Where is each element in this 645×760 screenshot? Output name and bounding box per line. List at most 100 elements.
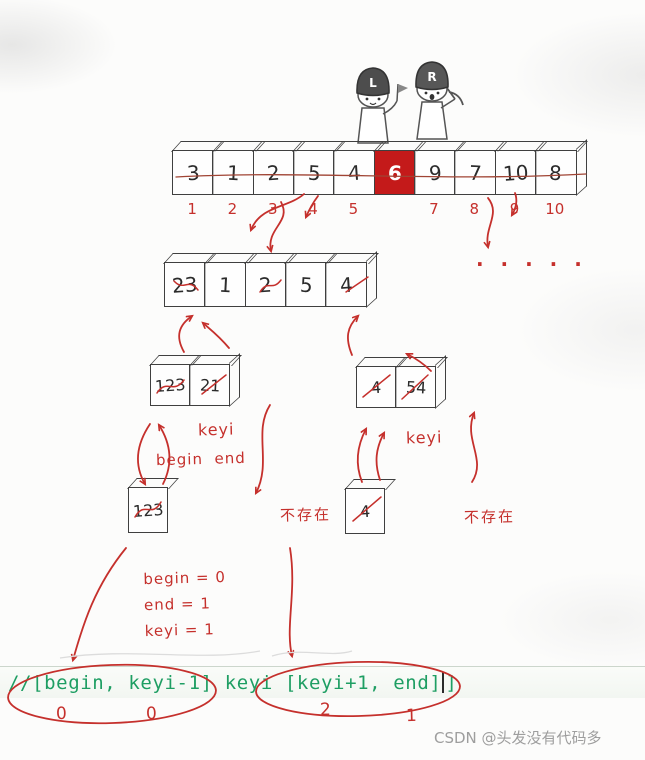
label-keyi-left: keyi [197,419,235,440]
single-box-left: 123 [128,487,168,533]
figure-left-arm [382,100,398,115]
pair-left-cell: 123 [150,364,191,406]
index-label: 4 [308,200,318,218]
cell-value: 123 [132,499,164,521]
figure-right-mouth [429,94,435,100]
second-array-cell: 2 [244,262,287,307]
arrow-loop-down [137,423,151,484]
pair-right-cell: 54 [395,366,437,408]
cell-value: 9 [427,160,443,185]
main-array-cell: 3 [172,150,214,195]
arrow-up-right-subarray [347,316,358,356]
arrow-up-left-subarray-2 [203,323,230,349]
second-array-cell: 1 [204,262,247,307]
main-array-cell: 2 [252,150,295,195]
index-label: 5 [348,200,359,218]
assignment-line: end = 1 [143,594,212,615]
main-array-cell: 1 [212,150,255,195]
figure-left-eye [365,97,369,101]
watermark: CSDN @头发没有代码多 [434,729,602,747]
cell-value: 4 [370,377,383,397]
code-number: 1 [405,705,419,727]
index-label: 10 [545,200,565,218]
pair-right: 4 54 [356,366,437,408]
cell-value: 123 [154,374,187,396]
flag-pole [396,83,399,102]
label-keyi-right: keyi [405,427,443,448]
cell-value: 10 [501,159,530,186]
cell-value: 4 [359,501,371,521]
arrow-up-single-right-2 [375,433,384,481]
label-not-exist-right: 不存在 [463,507,516,527]
main-array-cell: 4 [333,150,376,195]
helmet-label-left: L [369,76,377,90]
second-array: 23 1 2 5 4 [164,262,368,307]
arrow-up-not-exist-right [471,413,478,483]
single-left-cell: 123 [128,487,168,533]
cell-value: 8 [548,160,563,185]
pickaxe-icon [446,87,464,106]
main-array-cell: 5 [292,150,335,195]
faint-pencil-scribble [59,650,261,659]
cell-value: 4 [347,160,362,185]
second-array-cell: 23 [164,262,206,307]
figure-right-arm [440,98,456,109]
main-array-cell: 7 [454,150,497,195]
cell-value: 6 [386,160,403,185]
arrow-to-code-left [73,547,127,660]
figure-right: R [415,61,464,140]
assignment-line: keyi = 1 [144,620,215,641]
pair-right-cell: 4 [356,366,397,408]
code-number: 2 [319,699,333,721]
cartoon-figures: L R [356,61,464,144]
cell-value: 5 [298,272,313,297]
cell-value: 1 [226,160,241,185]
index-label: 7 [429,200,439,218]
cell-value: 5 [306,160,321,185]
pair-left: 123 21 [150,364,231,406]
assignments: begin = 0 end = 1 keyi = 1 [143,564,228,644]
cell-value: 1 [218,272,233,297]
index-label: 8 [469,200,479,218]
figure-right-body [416,101,448,140]
figure-right-helmet [415,61,449,91]
cell-value: 3 [185,160,201,185]
figure-right-eye [424,91,428,95]
main-array-cell-highlight: 6 [373,150,416,195]
main-array-cell: 9 [413,150,456,195]
main-array-indices: 1 2 3 4 5 7 8 9 10 [172,200,575,218]
helmet-label-right: R [427,70,436,84]
ellipsis-dots: · · · · · [476,252,587,276]
second-array-cell: 4 [325,262,368,307]
arrow-up-single-right-1 [356,429,366,483]
code-line: //[begin, keyi-1] keyi [keyi+1, end]] [0,666,645,698]
index-label: 2 [227,200,238,218]
index-label: 1 [187,200,197,218]
cell-value: 21 [199,374,221,396]
cell-value: 7 [468,160,483,185]
pair-left-cell: 21 [189,364,231,406]
arrow-down-not-exist-left [256,404,271,493]
figure-left: L [356,67,408,144]
figure-left-helmet [356,67,390,97]
code-number: 0 [55,703,69,725]
cell-value: 2 [266,160,281,185]
single-right-cell: 4 [345,488,385,534]
label-not-exist-left: 不存在 [279,505,332,525]
cell-value: 2 [258,272,273,297]
code-text-tail: ] [445,671,458,694]
main-array-cell: 10 [494,150,537,195]
cell-value: 23 [171,271,199,298]
code-number: 0 [145,703,159,725]
faint-pencil-scribble [271,650,353,657]
figure-left-eye [377,97,381,101]
cell-value: 4 [339,272,354,297]
code-text: //[begin, keyi-1] keyi [keyi+1, end] [8,671,442,694]
cell-value: 54 [405,376,427,398]
assignment-line: begin = 0 [143,567,227,589]
figure-left-mouth [369,102,377,106]
index-label [373,200,413,218]
flag-icon [398,84,408,93]
